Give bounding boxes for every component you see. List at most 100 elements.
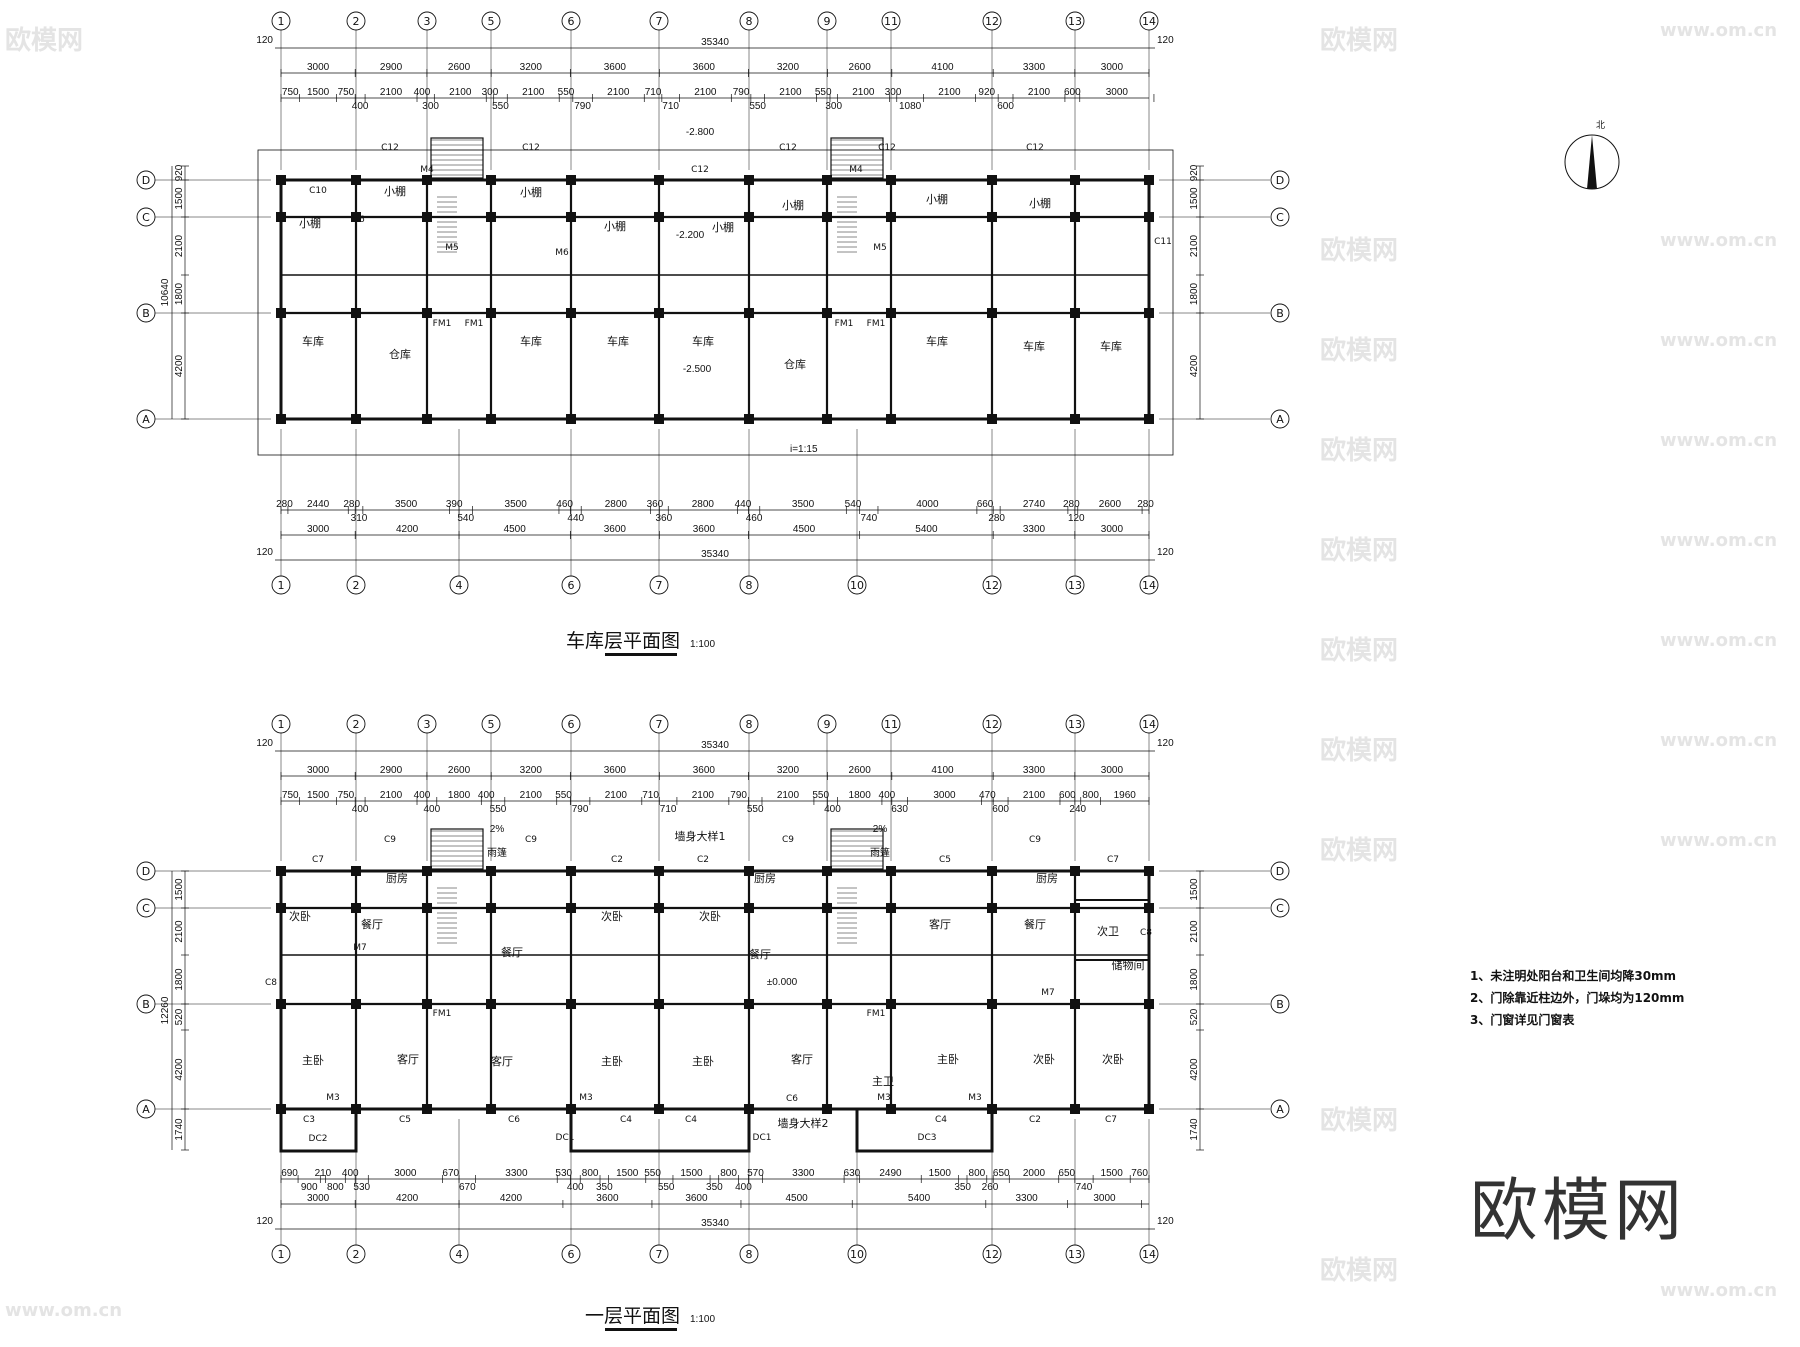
structural-column: [276, 175, 286, 185]
structural-column: [744, 308, 754, 318]
room-label: 小棚: [1029, 196, 1051, 210]
door-window-tag: M3: [877, 1093, 891, 1103]
bottom-axis-dim-value: 4500: [793, 524, 816, 535]
axis-bubble: [346, 1244, 366, 1264]
wall-detail-label: 墙身大样1: [675, 829, 726, 843]
structural-column: [654, 999, 664, 1009]
room-label: 小棚: [926, 192, 948, 206]
edge-dimension: 120: [1157, 547, 1174, 558]
top-detail-dim-value: 750: [338, 790, 355, 801]
axis-label: 9: [824, 15, 831, 28]
axis-bubble: [847, 1244, 867, 1264]
plan-title: 一层平面图: [585, 1305, 680, 1327]
top-axis-dim-value: 3000: [307, 765, 330, 776]
top-detail-dim-value: 400: [414, 790, 431, 801]
axis-label: 14: [1142, 579, 1156, 592]
axis-label: 10: [850, 579, 864, 592]
top-detail-dim-value: 400: [352, 101, 369, 112]
top-axis-dim-value: 3000: [307, 62, 330, 73]
structural-column: [1070, 212, 1080, 222]
bottom-detail-dim-value: 350: [706, 1182, 723, 1193]
bottom-axis-dim-value: 4500: [785, 1193, 808, 1204]
axis-label: D: [142, 865, 150, 878]
bottom-axis-dim-value: 3300: [1015, 1193, 1038, 1204]
edge-dimension: 120: [1157, 738, 1174, 749]
axis-label: 11: [884, 718, 898, 731]
right-dim-value: 1800: [1189, 968, 1200, 991]
bathroom-block: [1074, 899, 1150, 961]
structural-column: [987, 903, 997, 913]
door-window-tag: M4: [420, 165, 434, 175]
site-logo: 欧模网: [1470, 1172, 1687, 1251]
structural-column: [486, 1104, 496, 1114]
note-3: 3、门窗详见门窗表: [1470, 1013, 1575, 1027]
bottom-detail-dim-value: 440: [735, 499, 752, 510]
edge-dimension: 120: [1157, 35, 1174, 46]
bottom-axis-dim-value: 3000: [307, 1193, 330, 1204]
structural-column: [486, 999, 496, 1009]
axis-label: 13: [1068, 15, 1082, 28]
structural-column: [422, 999, 432, 1009]
door-window-tag: FM1: [867, 1009, 886, 1019]
bottom-detail-dim-value: 570: [747, 1168, 764, 1179]
room-label: 次卧: [601, 909, 623, 923]
plan-scale: 1:100: [690, 1314, 715, 1325]
structural-column: [276, 212, 286, 222]
bottom-detail-dim-value: 1500: [680, 1168, 703, 1179]
bottom-detail-dim-value: 400: [735, 1182, 752, 1193]
bottom-axis-dim-value: 4200: [500, 1193, 523, 1204]
structural-column: [422, 1104, 432, 1114]
door-window-tag: C6: [508, 1115, 520, 1125]
top-detail-dim-value: 550: [749, 101, 766, 112]
axis-bubble: [1065, 1244, 1085, 1264]
axis-bubble: [982, 1244, 1002, 1264]
top-detail-dim-value: 300: [825, 101, 842, 112]
bottom-detail-dim-value: 530: [353, 1182, 370, 1193]
door-window-tag: C10: [309, 186, 327, 196]
axis-bubble: [417, 11, 437, 31]
structural-column: [1144, 175, 1154, 185]
bottom-detail-dim-value: 670: [459, 1182, 476, 1193]
axis-label: 5: [488, 15, 495, 28]
bottom-detail-dim-value: 390: [446, 499, 463, 510]
door-window-tag: M7: [1041, 988, 1055, 998]
top-detail-dim-value: 470: [979, 790, 996, 801]
bottom-detail-dim-value: 360: [655, 513, 672, 524]
axis-bubble: [1270, 303, 1290, 323]
axis-label: 14: [1142, 1248, 1156, 1261]
room-label: 餐厅: [361, 917, 383, 931]
top-axis-dim-value: 3000: [1101, 765, 1124, 776]
bottom-detail-dim-value: 3500: [395, 499, 418, 510]
room-label: 小棚: [604, 219, 626, 233]
room-label: 主卧: [302, 1054, 324, 1067]
bottom-detail-dim-value: 540: [845, 499, 862, 510]
top-detail-dim-value: 2100: [520, 790, 543, 801]
top-detail-dim-value: 2100: [522, 87, 545, 98]
bottom-detail-dim-value: 280: [1137, 499, 1154, 510]
axis-label: 7: [656, 15, 663, 28]
top-detail-dim-value: 750: [338, 87, 355, 98]
room-label: 小棚: [712, 220, 734, 234]
top-detail-dim-value: 1500: [307, 87, 330, 98]
bottom-detail-dim-value: 2000: [1023, 1168, 1046, 1179]
bottom-axis-dim-value: 4500: [504, 524, 527, 535]
axis-label: 8: [746, 1248, 753, 1261]
title-underline: [605, 1328, 677, 1331]
door-window-tag: C9: [1029, 835, 1041, 845]
axis-label: 7: [656, 1248, 663, 1261]
edge-dimension: 120: [256, 547, 273, 558]
bottom-detail-dim-value: 2440: [307, 499, 330, 510]
top-axis-dim-value: 4100: [931, 765, 954, 776]
top-axis-dim-value: 2600: [448, 765, 471, 776]
top-detail-dim-value: 2100: [449, 87, 472, 98]
level-mark: -2.200: [676, 230, 705, 241]
bottom-axis-dim-value: 4200: [396, 1193, 419, 1204]
top-detail-dim-value: 400: [424, 804, 441, 815]
structural-column: [744, 414, 754, 424]
bottom-axis-dim-value: 5400: [915, 524, 938, 535]
top-detail-dim-value: 1800: [448, 790, 471, 801]
axis-bubble: [481, 11, 501, 31]
structural-column: [987, 414, 997, 424]
axis-label: 8: [746, 718, 753, 731]
top-axis-dim-value: 2600: [448, 62, 471, 73]
